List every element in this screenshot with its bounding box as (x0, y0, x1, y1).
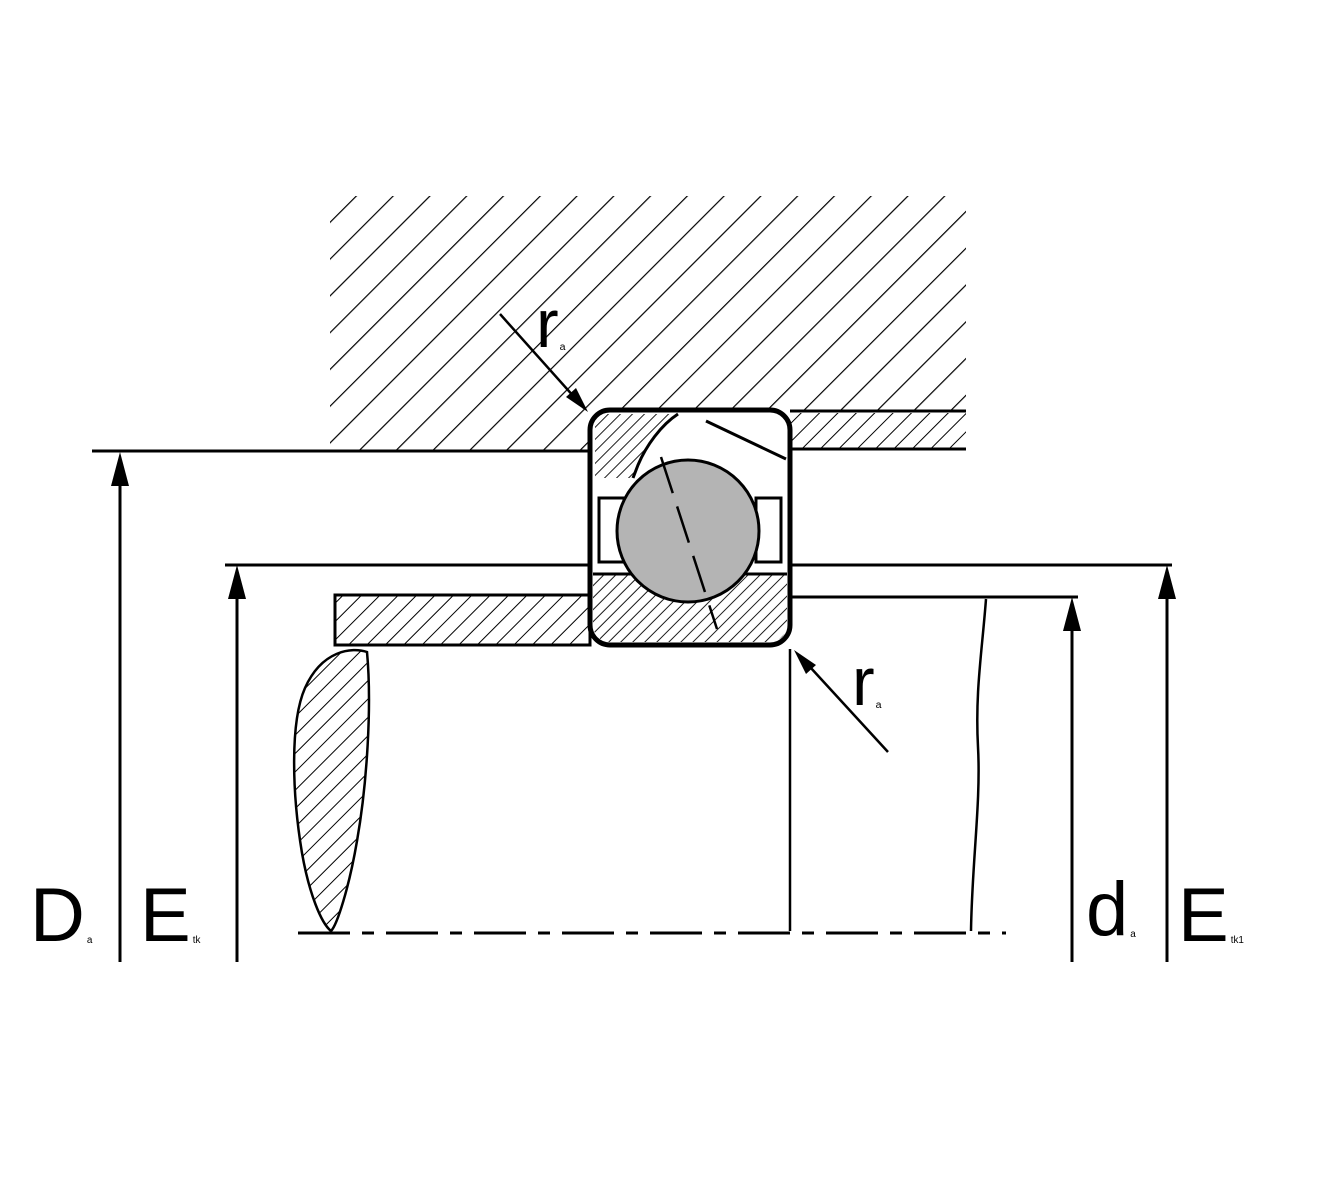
dimension-Da (111, 452, 129, 962)
label-Etk1-sub: tk1 (1230, 935, 1244, 947)
label-Da-main: D (30, 873, 85, 958)
bearing-ball (615, 458, 761, 604)
ra-leader-bottom (794, 650, 889, 753)
bearing-cross-section (587, 407, 793, 648)
label-Etk-sub: tk (192, 935, 201, 947)
outer-raceway-line-right (705, 419, 787, 461)
label-ra-top: ra (536, 290, 566, 358)
label-da-sub: a (1130, 929, 1136, 941)
label-ra-bottom-sub: a (875, 698, 882, 711)
arrowhead-da (1063, 597, 1081, 631)
arrowhead-Etk1 (1158, 565, 1176, 599)
outer-raceway-line-left (631, 412, 679, 479)
label-Da-sub: a (86, 935, 93, 947)
label-ra-top-main: r (536, 286, 559, 362)
label-ra-bottom-main: r (852, 644, 875, 720)
arrowhead-Etk (228, 565, 246, 599)
dimension-Etk (228, 565, 246, 962)
ra-leader-top-line (499, 313, 585, 409)
shaft-spacer-section (333, 593, 592, 647)
shaft-contour-line (969, 598, 988, 932)
label-Etk1-main: E (1178, 873, 1229, 958)
outer-ring-section (595, 414, 678, 478)
label-ra-bottom: ra (852, 648, 882, 716)
ra-leader-top-arrowhead (566, 388, 588, 412)
ra-leader-bottom-arrowhead (794, 650, 816, 674)
shaft-wall-section (292, 648, 371, 933)
label-Etk-main: E (140, 873, 191, 958)
arrowhead-Da (111, 452, 129, 486)
ra-leader-bottom-line (798, 654, 889, 753)
ra-leader-top (499, 313, 588, 412)
housing-section (330, 196, 966, 451)
contact-angle-line (659, 456, 719, 630)
label-da-main: d (1086, 867, 1129, 952)
outer-spacer-section (791, 413, 966, 448)
dimension-da (1063, 597, 1081, 962)
label-ra-top-sub: a (559, 340, 566, 353)
dimension-Etk1 (1158, 565, 1176, 962)
